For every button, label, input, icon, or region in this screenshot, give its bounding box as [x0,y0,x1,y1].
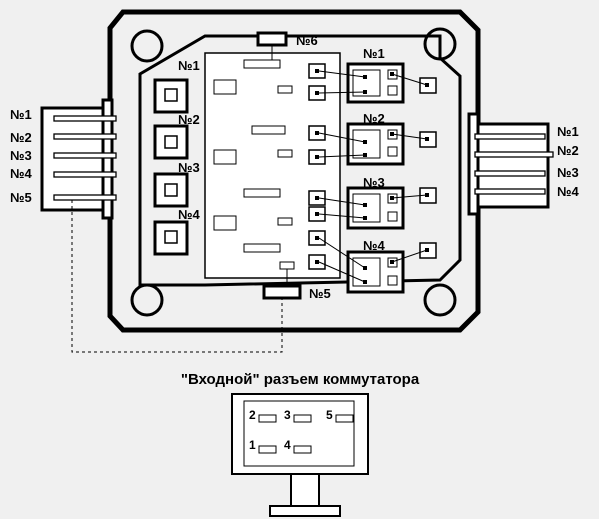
relay-label-1: №1 [363,46,385,61]
inner-label-4: №4 [178,207,200,222]
mount-hole-bl [130,283,164,317]
pin-label-2: 2 [249,408,256,422]
pin-label-5: 5 [326,408,333,422]
right-connector [467,112,554,216]
left-label-3: №3 [10,148,32,163]
relay-3 [346,186,405,230]
pin-label-3: 3 [284,408,291,422]
relay-label-3: №3 [363,175,385,190]
relay-label-4: №4 [363,238,385,253]
pin-label-4: 4 [284,438,291,452]
left-connector [40,98,117,220]
inner-contact-4 [153,220,189,256]
mount-hole-tr [423,27,457,61]
inner-contact-3 [153,172,189,208]
right-label-1: №1 [557,124,579,139]
right-label-4: №4 [557,184,579,199]
right-label-2: №2 [557,143,579,158]
mount-hole-br [423,283,457,317]
relay-label-2: №2 [363,111,385,126]
left-label-2: №2 [10,130,32,145]
inner-contact-1 [153,78,189,114]
input-connector [231,393,369,517]
inner-contact-2 [153,124,189,160]
pin-label-1: 1 [249,438,256,452]
mount-hole-tl [130,29,164,63]
left-label-4: №4 [10,166,32,181]
right-label-3: №3 [557,165,579,180]
label-top-terminal: №6 [296,33,318,48]
left-label-5: №5 [10,190,32,205]
label-bottom-terminal: №5 [309,286,331,301]
relay-4 [346,250,405,294]
inner-label-2: №2 [178,112,200,127]
housing-inner [138,34,462,287]
inner-label-1: №1 [178,58,200,73]
connector-title: "Входной" разъем коммутатора [181,371,420,388]
relay-1 [346,62,405,104]
terminal-6 [256,31,288,47]
left-label-1: №1 [10,107,32,122]
terminal-5 [262,284,302,300]
inner-label-3: №3 [178,160,200,175]
wiring [318,70,428,283]
relay-2 [346,122,405,166]
